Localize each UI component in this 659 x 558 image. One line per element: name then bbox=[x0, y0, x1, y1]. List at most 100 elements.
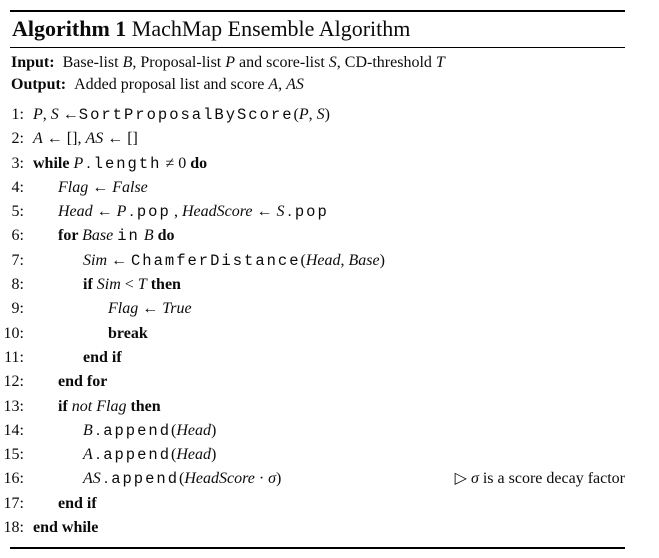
text-segment-txt: . bbox=[100, 470, 112, 488]
text-segment-kw: for bbox=[58, 227, 83, 245]
line-number: 2: bbox=[11, 130, 24, 148]
text-segment-kw: end if bbox=[58, 494, 97, 512]
text-segment-var: HeadScore bbox=[181, 203, 253, 221]
text-segment-txt: . bbox=[83, 154, 94, 172]
input-line: Input:Base-list B, Proposal-list P and s… bbox=[11, 52, 625, 74]
text-segment-var: True bbox=[162, 300, 192, 318]
text-segment-var: T bbox=[137, 276, 147, 294]
text-segment-var: HeadScore bbox=[184, 470, 255, 488]
text-segment-var: AS bbox=[85, 130, 104, 148]
line-number: 17: bbox=[3, 494, 24, 512]
text-segment-txt: ← bbox=[138, 300, 163, 318]
algorithm-line: 12:end for bbox=[2, 370, 625, 394]
line-content: A ← [], AS ← [] bbox=[24, 127, 138, 151]
text-segment-var: Base bbox=[82, 227, 114, 245]
line-number: 7: bbox=[11, 251, 24, 269]
text-segment-var: S bbox=[316, 106, 325, 123]
line-number: 5: bbox=[11, 203, 24, 221]
text-segment-txt: ) bbox=[276, 470, 282, 488]
line-number: 12: bbox=[3, 373, 24, 391]
text-segment-var: S bbox=[50, 106, 59, 123]
text-segment-txt: . bbox=[284, 203, 295, 221]
line-content: Head ← P . pop , HeadScore ← S . pop bbox=[24, 200, 329, 224]
text-segment-kw: if bbox=[58, 397, 72, 415]
line-content: while P . length ≠ 0 do bbox=[24, 152, 207, 176]
text-segment-kw: then bbox=[130, 397, 161, 415]
line-number: 18: bbox=[3, 519, 24, 537]
line-number: 4: bbox=[11, 178, 24, 196]
text-segment-txt: ( bbox=[300, 251, 306, 269]
algorithm-line: 6:for Base in B do bbox=[2, 224, 625, 248]
text-segment-var: P bbox=[33, 106, 43, 123]
top-rule bbox=[10, 10, 625, 12]
line-content: Sim ← ChamferDistance(Head, Base) bbox=[24, 249, 385, 273]
line-content: for Base in B do bbox=[24, 224, 175, 248]
text-segment-var: Head bbox=[176, 421, 211, 439]
algorithm-header: Algorithm 1 MachMap Ensemble Algorithm bbox=[10, 12, 625, 47]
line-content: if not Flag then bbox=[24, 395, 161, 419]
algorithm-line: 10:break bbox=[2, 322, 625, 346]
line-number: 11: bbox=[4, 348, 24, 366]
text-segment-var: Head bbox=[305, 251, 341, 269]
line-content: P, S ←SortProposalByScore(P, S) bbox=[24, 103, 330, 127]
algorithm-line: 18:end while bbox=[2, 516, 625, 540]
line-comment: ▷ σ is a score decay factor bbox=[443, 467, 625, 491]
text-segment-kw: do bbox=[157, 227, 175, 245]
text-segment-txt: ← bbox=[88, 178, 113, 196]
line-number: 13: bbox=[3, 397, 24, 415]
text-segment-txt: Base-list bbox=[62, 54, 123, 71]
line-content: Flag ← False bbox=[24, 176, 148, 200]
text-segment-var: A bbox=[83, 446, 93, 464]
text-segment-txt: Added proposal list and score bbox=[74, 76, 269, 93]
text-segment-var: T bbox=[435, 54, 445, 71]
line-number: 3: bbox=[11, 154, 24, 172]
algorithm-line: 11:end if bbox=[2, 346, 625, 370]
text-segment-txt: . bbox=[126, 203, 137, 221]
header-rule bbox=[10, 47, 625, 48]
line-content: Flag ← True bbox=[24, 297, 192, 321]
text-segment-txt: . bbox=[92, 446, 104, 464]
algorithm-line: 3:while P . length ≠ 0 do bbox=[2, 152, 625, 176]
text-segment-var: P bbox=[225, 54, 236, 71]
algorithm-line: 7:Sim ← ChamferDistance(Head, Base) bbox=[2, 249, 625, 273]
text-segment-txt: ( bbox=[171, 421, 177, 439]
algorithm-line: 14:B . append(Head) bbox=[2, 419, 625, 443]
text-segment-txt: ( bbox=[171, 446, 177, 464]
text-segment-kw: do bbox=[190, 154, 208, 172]
line-number: 8: bbox=[11, 276, 24, 294]
algorithm-lines: 1:P, S ←SortProposalByScore(P, S)2:A ← [… bbox=[4, 98, 625, 547]
text-segment-txt: ≠ 0 bbox=[161, 154, 191, 172]
text-segment-tt: ChamferDistance bbox=[131, 251, 301, 270]
text-segment-tt: in bbox=[117, 227, 140, 246]
text-segment-txt: , bbox=[42, 106, 51, 123]
text-segment-var: P bbox=[73, 154, 84, 172]
output-line: Output:Added proposal list and score A, … bbox=[11, 74, 625, 96]
text-segment-var: Flag bbox=[58, 178, 89, 196]
line-content: if Sim < T then bbox=[24, 273, 181, 297]
line-number: 9: bbox=[11, 300, 24, 318]
text-segment-txt: ( bbox=[293, 106, 299, 123]
text-segment-var: A bbox=[33, 130, 43, 148]
text-segment-txt: · bbox=[254, 470, 269, 488]
algorithm-line: 1:P, S ←SortProposalByScore(P, S) bbox=[2, 103, 625, 127]
text-segment-txt: ) bbox=[379, 251, 385, 269]
io-block: Input:Base-list B, Proposal-list P and s… bbox=[10, 48, 625, 98]
text-segment-tt: SortProposalByScore bbox=[78, 106, 294, 124]
text-segment-txt: ← bbox=[58, 106, 79, 123]
text-segment-var: σ bbox=[470, 470, 479, 488]
line-number: 6: bbox=[11, 227, 24, 245]
text-segment-tt: append bbox=[103, 446, 171, 465]
text-segment-var: Head bbox=[176, 446, 211, 464]
text-segment-txt: , bbox=[278, 76, 287, 93]
text-segment-var: P bbox=[116, 203, 127, 221]
text-segment-var: AS bbox=[83, 470, 101, 488]
text-segment-var: Sim bbox=[96, 276, 121, 294]
io-label: Output: bbox=[11, 76, 67, 93]
text-segment-tt: append bbox=[111, 470, 179, 489]
text-segment-txt: ) bbox=[210, 446, 217, 464]
text-segment-tt: append bbox=[103, 421, 171, 440]
algorithm-line: 5:Head ← P . pop , HeadScore ← S . pop bbox=[2, 200, 625, 224]
text-segment-tt: length bbox=[93, 154, 162, 173]
io-label: Input: bbox=[11, 54, 55, 71]
text-segment-txt: ) bbox=[210, 421, 217, 439]
